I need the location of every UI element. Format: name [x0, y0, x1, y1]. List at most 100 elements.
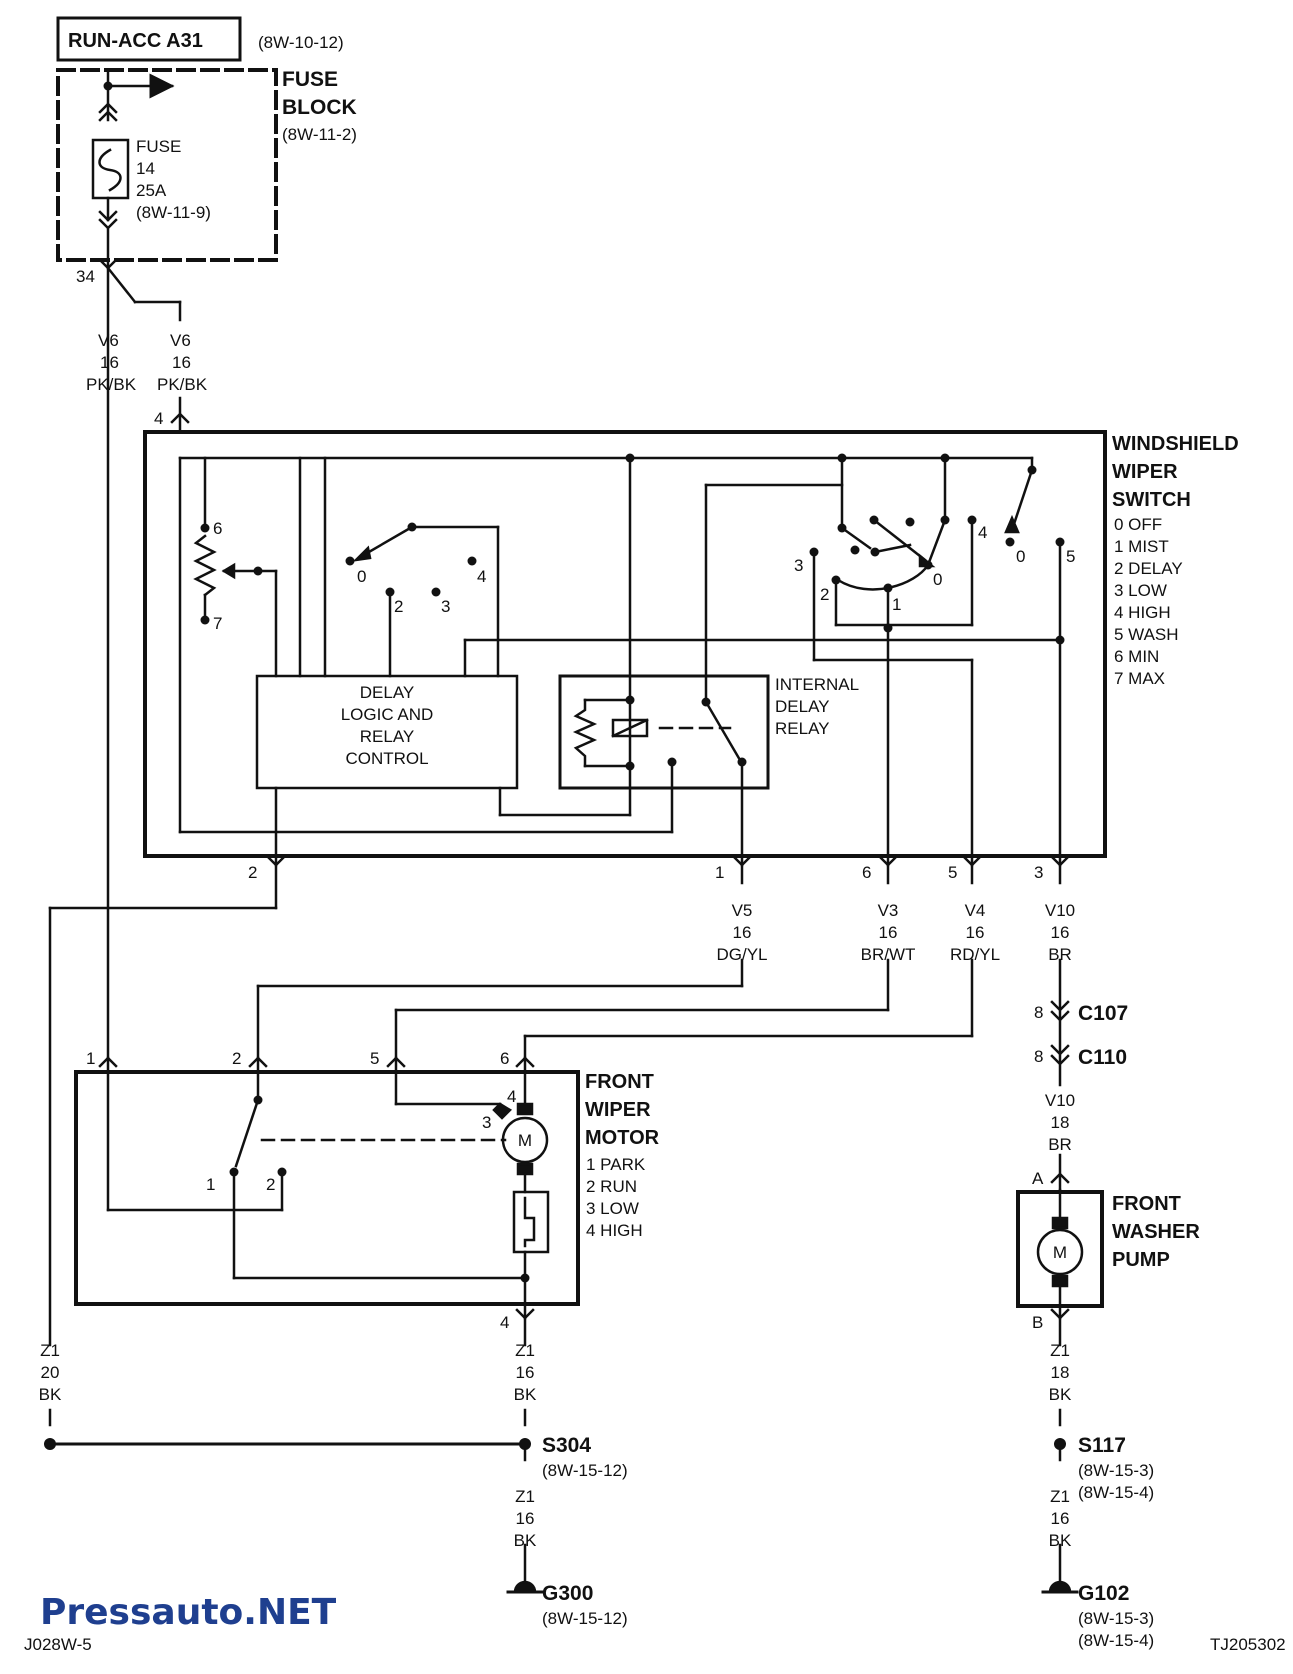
- source-label: RUN-ACC A31: [68, 30, 203, 52]
- switch-input-pin: 4: [154, 409, 163, 428]
- wire-v10-color: BR: [1048, 945, 1072, 964]
- pump-title-3: PUMP: [1112, 1249, 1170, 1271]
- wire-v4-circuit: V4: [965, 901, 986, 920]
- mode-3: 3: [794, 556, 803, 575]
- splice-s304-ref: (8W-15-12): [542, 1461, 628, 1480]
- switch-legend-2: 2 DELAY: [1114, 559, 1183, 578]
- wire-v4-color: RD/YL: [950, 945, 1000, 964]
- source-box: [56, 16, 242, 62]
- fuse-block-title-1: FUSE: [282, 68, 338, 91]
- motor-pin-6: 6: [500, 1049, 509, 1068]
- pump-title-2: WASHER: [1112, 1221, 1200, 1243]
- wire-v6-left-circuit: V6: [98, 331, 119, 350]
- ground-motor-lower-color: BK: [514, 1531, 537, 1550]
- ground-g300-ref: (8W-15-12): [542, 1609, 628, 1628]
- ground-g102-ref-1: (8W-15-3): [1078, 1609, 1154, 1628]
- wiper-switch-title-1: WINDSHIELD: [1112, 433, 1239, 455]
- ground-motor-circuit: Z1: [515, 1341, 535, 1360]
- source-ref: (8W-10-12): [258, 33, 344, 52]
- switch-legend-7: 7 MAX: [1114, 669, 1165, 688]
- fuse-block-outline: [56, 68, 278, 262]
- wire-v6-left-color: PK/BK: [86, 375, 137, 394]
- delay-block-line-4: CONTROL: [345, 749, 428, 768]
- ground-left-gauge: 20: [41, 1363, 60, 1382]
- motor-pin-4: 4: [500, 1313, 509, 1332]
- mode-4: 4: [978, 523, 987, 542]
- wire-v6-right-circuit: V6: [170, 331, 191, 350]
- relay-label-3: RELAY: [775, 719, 830, 738]
- ground-pump-lower-color: BK: [1049, 1531, 1072, 1550]
- ground-g102-name: G102: [1078, 1582, 1129, 1605]
- motor-pin-1: 1: [86, 1049, 95, 1068]
- switch-pin-2: 2: [248, 863, 257, 882]
- fuse-symbol: [91, 138, 130, 200]
- wire-v4-gauge: 16: [966, 923, 985, 942]
- delay-block-line-1: DELAY: [360, 683, 415, 702]
- watermark: Pressauto.NET: [40, 1592, 337, 1633]
- delay-block-line-3: RELAY: [360, 727, 415, 746]
- relay-label-2: DELAY: [775, 697, 830, 716]
- wire-v5-color: DG/YL: [716, 945, 767, 964]
- wiper-switch-title-3: SWITCH: [1112, 489, 1191, 511]
- wiper-motor-outline: [74, 1070, 580, 1306]
- pump-title-1: FRONT: [1112, 1193, 1181, 1215]
- pot-max-label: 7: [213, 614, 222, 633]
- splice-s117-ref-1: (8W-15-3): [1078, 1461, 1154, 1480]
- wire-v6-left-gauge: 16: [100, 353, 119, 372]
- wire-v3-gauge: 16: [879, 923, 898, 942]
- splice-s117-ref-2: (8W-15-4): [1078, 1483, 1154, 1502]
- washer-pump-motor: [1036, 1228, 1084, 1276]
- motor-legend-3: 4 HIGH: [586, 1221, 643, 1240]
- c110-name: C110: [1078, 1046, 1127, 1069]
- wire-v5-gauge: 16: [733, 923, 752, 942]
- delay-block-line-2: LOGIC AND: [341, 705, 434, 724]
- footer-right-code: TJ205302: [1210, 1635, 1286, 1654]
- pot-min-label: 6: [213, 519, 222, 538]
- switch-legend-6: 6 MIN: [1114, 647, 1159, 666]
- switch-legend-0: 0 OFF: [1114, 515, 1162, 534]
- washer-wire-color: BR: [1048, 1135, 1072, 1154]
- wire-v10-circuit: V10: [1045, 901, 1075, 920]
- pump-pin-b: B: [1032, 1313, 1043, 1332]
- wire-v6-right-gauge: 16: [172, 353, 191, 372]
- ground-pump-color: BK: [1049, 1385, 1072, 1404]
- ground-motor-color: BK: [514, 1385, 537, 1404]
- footer-left-code: J028W-5: [24, 1635, 92, 1654]
- fuse-label: FUSE: [136, 137, 181, 156]
- fuse-ref: (8W-11-9): [136, 203, 211, 222]
- park-contact-1: 1: [206, 1175, 215, 1194]
- motor-pin-2: 2: [232, 1049, 241, 1068]
- fuse-number: 14: [136, 159, 155, 178]
- ground-left-color: BK: [39, 1385, 62, 1404]
- relay-label-1: INTERNAL: [775, 675, 859, 694]
- motor-pin-5: 5: [370, 1049, 379, 1068]
- motor-legend-0: 1 PARK: [586, 1155, 646, 1174]
- selector-0: 0: [357, 567, 366, 586]
- motor-brush-3: 3: [482, 1113, 491, 1132]
- fuse-rating: 25A: [136, 181, 167, 200]
- switch-legend-1: 1 MIST: [1114, 537, 1169, 556]
- ground-pump-gauge: 18: [1051, 1363, 1070, 1382]
- switch-pin-3: 3: [1034, 863, 1043, 882]
- circuit-breaker: [512, 1190, 550, 1254]
- park-contact-2: 2: [266, 1175, 275, 1194]
- motor-brush-4: 4: [507, 1087, 516, 1106]
- splice-s304-name: S304: [542, 1434, 591, 1457]
- switch-pin-1: 1: [715, 863, 724, 882]
- mode-1: 1: [892, 595, 901, 614]
- splice-s117-name: S117: [1078, 1434, 1126, 1457]
- wiper-switch-outline: [143, 430, 1107, 858]
- selector-3: 3: [441, 597, 450, 616]
- ground-pump-lower-circuit: Z1: [1050, 1487, 1070, 1506]
- ground-pump-lower-gauge: 16: [1051, 1509, 1070, 1528]
- wiper-motor-label: M: [518, 1131, 532, 1150]
- mode-0: 0: [933, 570, 942, 589]
- ground-g300-name: G300: [542, 1582, 593, 1605]
- ground-pump-circuit: Z1: [1050, 1341, 1070, 1360]
- wire-v3-color: BR/WT: [861, 945, 916, 964]
- fuse-pin: 34: [76, 267, 95, 286]
- washer-wire-gauge: 18: [1051, 1113, 1070, 1132]
- wire-v10-gauge: 16: [1051, 923, 1070, 942]
- ground-motor-lower-gauge: 16: [516, 1509, 535, 1528]
